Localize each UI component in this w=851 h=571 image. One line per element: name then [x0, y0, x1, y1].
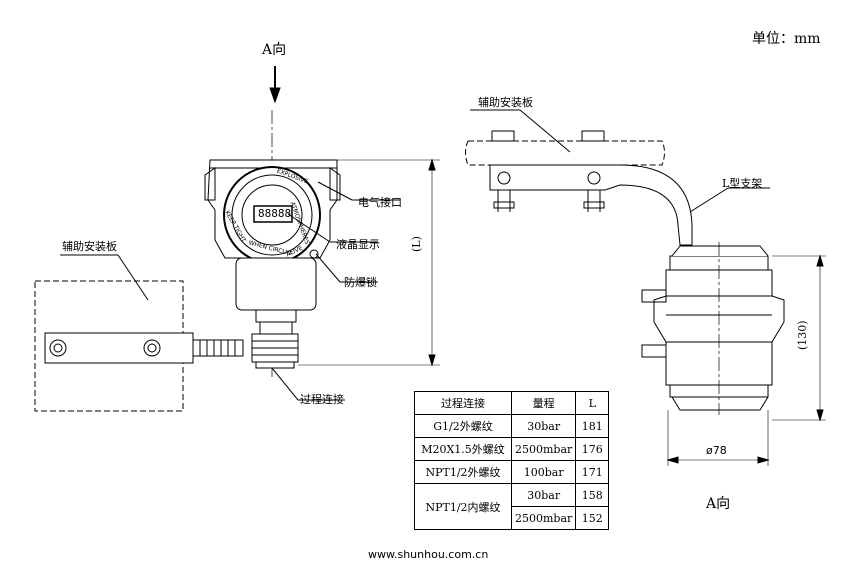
cell-connection: NPT1/2外螺纹: [414, 460, 512, 484]
diameter-label: ø78: [706, 444, 727, 457]
lcd-window: [253, 205, 293, 223]
table-row: 2500mbar 152: [415, 506, 610, 530]
cell-l: 171: [575, 460, 610, 484]
cell-l: 181: [575, 414, 610, 438]
header-l: L: [575, 391, 610, 415]
cell-connection: NPT1/2内螺纹: [414, 483, 512, 530]
bolt-icon: [49, 339, 67, 357]
direction-arrow-icon: [269, 66, 281, 104]
lcd-label: 液晶显示: [336, 238, 380, 251]
header-connection: 过程连接: [414, 391, 512, 415]
table-row: G1/2外螺纹 30bar 181: [414, 414, 610, 438]
spec-table: 过程连接 量程 L G1/2外螺纹 30bar 181 M20X1.5外螺纹 2…: [414, 391, 610, 530]
bolt-icon: [143, 339, 161, 357]
aux-plate-label-left: 辅助安装板: [62, 240, 117, 253]
cell-l: 176: [575, 437, 610, 461]
height-dim-label: (130): [796, 320, 809, 350]
aux-mounting-plate-side: [465, 140, 665, 166]
cell-connection: G1/2外螺纹: [414, 414, 512, 438]
cell-range: 30bar: [510, 414, 577, 438]
process-connection-label: 过程连接: [300, 393, 344, 406]
lock-screw-icon: [309, 249, 319, 259]
length-dim-label: (L): [410, 236, 423, 252]
header-range: 量程: [510, 391, 577, 415]
table-row: NPT1/2内螺纹 30bar 158: [414, 483, 610, 530]
transmitter-body: [235, 257, 317, 311]
lcd-digits: 88888: [258, 207, 292, 220]
electrical-interface-label: 电气接口: [358, 196, 402, 209]
cell-range: 2500mbar: [510, 437, 577, 461]
right-view: [465, 109, 826, 466]
bracket-label: L型支架: [722, 177, 763, 190]
unit-label: 单位：mm: [752, 31, 821, 47]
direction-label: A向: [262, 42, 287, 58]
cell-range: 30bar: [510, 483, 577, 507]
l-bracket: [489, 164, 693, 246]
left-view: [34, 66, 440, 412]
aux-plate-label-right: 辅助安装板: [478, 96, 533, 109]
cell-range: 100bar: [510, 460, 577, 484]
cell-connection: M20X1.5外螺纹: [414, 437, 512, 461]
table-row: NPT1/2外螺纹 100bar 171: [414, 460, 610, 484]
view-label: A向: [706, 496, 731, 512]
footer-url: www.shunhou.com.cn: [368, 548, 489, 561]
mounting-bar: [44, 332, 194, 364]
lock-label: 防爆锁: [344, 276, 377, 289]
cell-l: 158: [575, 483, 610, 507]
table-header-row: 过程连接 量程 L: [414, 391, 610, 415]
cell-l: 152: [575, 506, 610, 530]
table-row: M20X1.5外螺纹 2500mbar 176: [414, 437, 610, 461]
cell-range: 2500mbar: [510, 506, 577, 530]
